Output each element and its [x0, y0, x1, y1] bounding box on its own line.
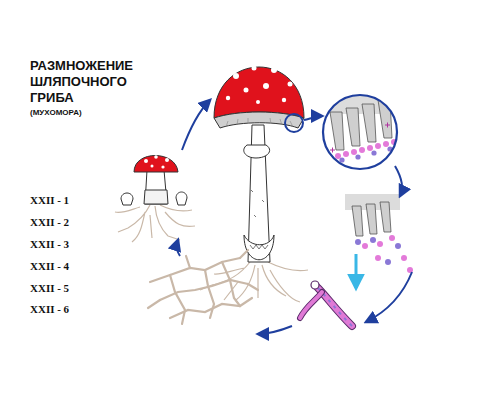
spore-release — [345, 194, 413, 288]
basidia-detail — [320, 92, 400, 169]
young-mushroom — [115, 155, 195, 242]
mature-mushroom — [200, 66, 308, 303]
stage-number: XXII - 2 — [30, 216, 69, 228]
stage-number: XXII - 3 — [30, 238, 69, 250]
mycelium — [148, 250, 258, 324]
stage-number: XXII - 6 — [30, 303, 69, 315]
stage-number: XXII - 5 — [30, 282, 69, 294]
cycle-arrows — [177, 100, 412, 334]
diagram-title: РАЗМНОЖЕНИЕ ШЛЯПОЧНОГО ГРИБА — [30, 58, 145, 106]
germinating-hypha — [300, 281, 352, 326]
subtitle: (МУХОМОРА) — [30, 108, 82, 117]
stage-number: XXII - 1 — [30, 194, 69, 206]
stage-number: XXII - 4 — [30, 260, 69, 272]
